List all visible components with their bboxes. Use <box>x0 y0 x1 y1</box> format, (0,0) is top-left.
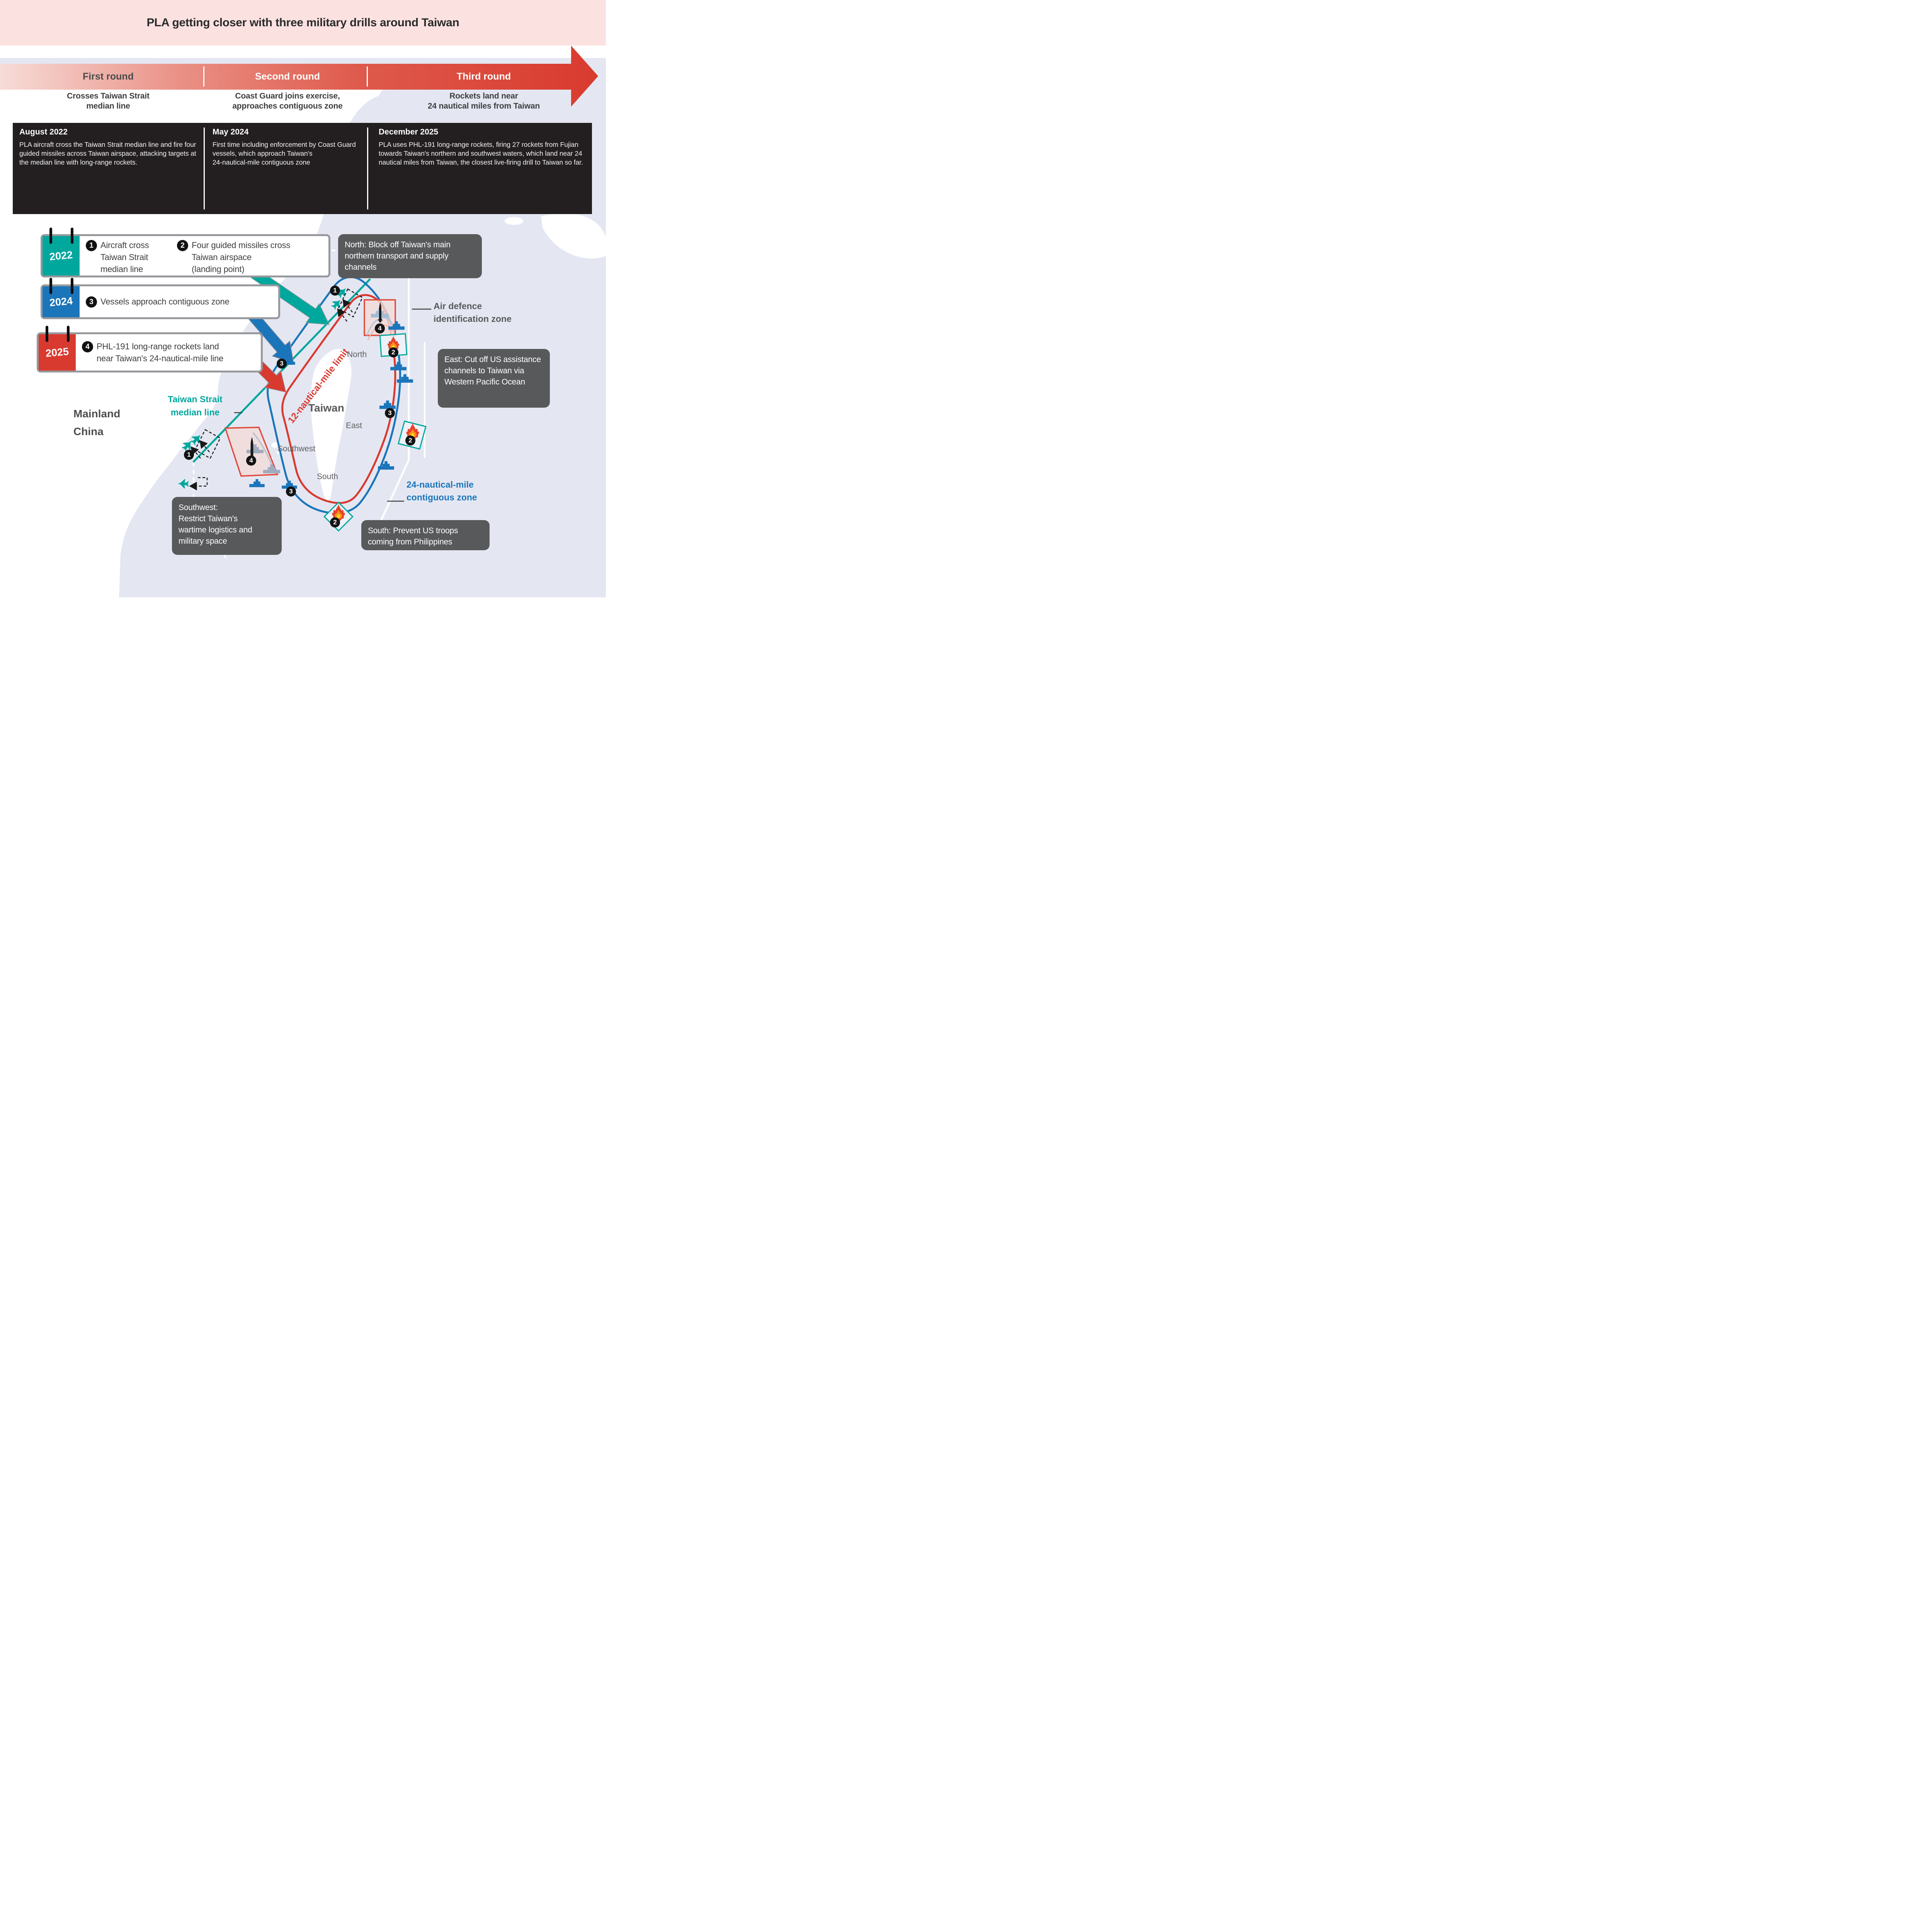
northeast-landmass <box>541 213 606 259</box>
callout-east: East: Cut off US assistance channels to … <box>438 349 550 408</box>
legend-card-2024: 2024 3 Vessels approach contiguous zone <box>41 278 280 319</box>
islet <box>505 217 523 225</box>
map-badge-1-north: 1 <box>330 286 340 296</box>
adiz-boundary-line <box>371 277 410 542</box>
band-divider <box>367 128 368 209</box>
callout-south: South: Prevent US troops coming from Phi… <box>361 520 490 550</box>
map-badge-3-west: 3 <box>277 359 287 369</box>
taiwan-label: Taiwan <box>308 402 344 414</box>
calendar-pin <box>49 278 52 294</box>
taiwan-island <box>311 349 352 500</box>
median-line-label: Taiwan Strait median line <box>168 394 223 417</box>
legend-item-1: 1 Aircraft cross Taiwan Strait median li… <box>86 239 177 275</box>
round-separator <box>203 66 204 87</box>
event-description: PLA uses PHL-191 long-range rockets, fir… <box>379 141 583 166</box>
callout-southwest: Southwest: Restrict Taiwan's wartime log… <box>172 497 282 555</box>
round-subtitle-third: Rockets land near 24 nautical miles from… <box>427 92 540 111</box>
sortie-arrow <box>337 308 347 322</box>
legend-item-4: 4 PHL-191 long-range rockets land near T… <box>82 340 256 364</box>
calendar-pin <box>46 326 48 342</box>
legend-card-2022: 2022 1 Aircraft cross Taiwan Strait medi… <box>41 228 330 277</box>
events-band: August 2022 PLA aircraft cross the Taiwa… <box>13 123 592 214</box>
year-label: 2022 <box>49 248 73 263</box>
event-date: December 2025 <box>379 128 439 136</box>
year-tab-2022: 2022 <box>43 236 80 276</box>
legend-text: Four guided missiles cross Taiwan airspa… <box>192 240 291 274</box>
round-label-second: Second round <box>255 71 320 82</box>
map-badge-3-east: 3 <box>385 408 395 418</box>
year-tab-2024: 2024 <box>43 286 80 317</box>
map-badge-4-north: 4 <box>375 323 385 333</box>
legend-text: Vessels approach contiguous zone <box>100 297 230 306</box>
band-divider <box>204 128 205 209</box>
round-subtitle-first: Crosses Taiwan Strait median line <box>67 92 150 111</box>
arrow-2022-teal <box>250 268 330 325</box>
matsu-islet <box>207 388 212 391</box>
sortie-arrow <box>190 446 201 459</box>
sortie-arrow <box>342 299 353 313</box>
legend-text: Aircraft cross Taiwan Strait median line <box>100 240 149 274</box>
kinmen-islet <box>179 444 184 447</box>
calendar-pin <box>49 228 52 244</box>
round-separator <box>367 66 368 87</box>
legend-card-2025: 2025 4 PHL-191 long-range rockets land n… <box>37 326 263 372</box>
event-december-2025: December 2025 PLA uses PHL-191 long-rang… <box>379 128 587 167</box>
event-date: August 2022 <box>19 128 68 136</box>
calendar-pin <box>71 278 73 294</box>
round-label-first: First round <box>83 71 134 82</box>
year-label: 2024 <box>49 294 73 309</box>
header-banner: PLA getting closer with three military d… <box>0 0 606 46</box>
limit-12nm-line <box>281 294 396 504</box>
legend-item-3: 3 Vessels approach contiguous zone <box>86 296 267 308</box>
map-badge-2-north: 2 <box>388 347 398 357</box>
page-title: PLA getting closer with three military d… <box>146 16 459 29</box>
calendar-pin <box>67 326 70 342</box>
patrol-area-dashed <box>194 429 221 459</box>
round-subtitle-second: Coast Guard joins exercise, approaches c… <box>232 92 343 111</box>
infographic-root: PLA getting closer with three military d… <box>0 0 606 597</box>
callout-north: North: Block off Taiwan's main northern … <box>338 234 482 278</box>
patrol-area-dashed <box>338 288 363 318</box>
mainland-china-label: Mainland China <box>73 408 121 437</box>
contiguous-zone-line <box>267 276 401 514</box>
legend-number-4: 4 <box>82 341 93 352</box>
round-label-third: Third round <box>456 71 511 82</box>
event-date: May 2024 <box>213 128 249 136</box>
year-label: 2025 <box>45 345 70 359</box>
event-august-2022: August 2022 PLA aircraft cross the Taiwa… <box>19 128 196 167</box>
event-description: PLA aircraft cross the Taiwan Strait med… <box>19 141 196 166</box>
adiz-label: Air defence identification zone <box>434 301 512 324</box>
legend-number-1: 1 <box>86 240 97 251</box>
matsu-islet <box>214 397 218 400</box>
direction-label-north: North <box>347 350 367 359</box>
timeline-arrow <box>0 46 598 107</box>
legend-number-3: 3 <box>86 296 97 308</box>
map-badge-4-southwest: 4 <box>246 456 256 466</box>
direction-label-east: East <box>346 421 362 430</box>
map-badge-3-south: 3 <box>286 486 296 497</box>
year-tab-2025: 2025 <box>39 334 76 371</box>
map-badge-2-east: 2 <box>405 435 415 446</box>
direction-label-southwest: Southwest <box>277 444 316 453</box>
legend-text: PHL-191 long-range rockets land near Tai… <box>97 342 224 363</box>
map-badge-2-south: 2 <box>330 517 340 527</box>
contiguous-zone-label: 24-nautical-mile contiguous zone <box>406 480 477 502</box>
calendar-pin <box>71 228 73 244</box>
legend-item-2: 2 Four guided missiles cross Taiwan airs… <box>177 239 328 275</box>
event-may-2024: May 2024 First time including enforcemen… <box>213 128 360 167</box>
legend-number-2: 2 <box>177 240 188 251</box>
direction-label-south: South <box>317 472 338 481</box>
event-description: First time including enforcement by Coas… <box>213 141 356 166</box>
timeline-arrow-shape <box>0 46 598 107</box>
penghu-islet <box>271 442 279 448</box>
patrol-route-dashed <box>189 477 208 491</box>
map-badge-1-west: 1 <box>184 450 194 460</box>
sortie-arrow <box>199 440 210 452</box>
